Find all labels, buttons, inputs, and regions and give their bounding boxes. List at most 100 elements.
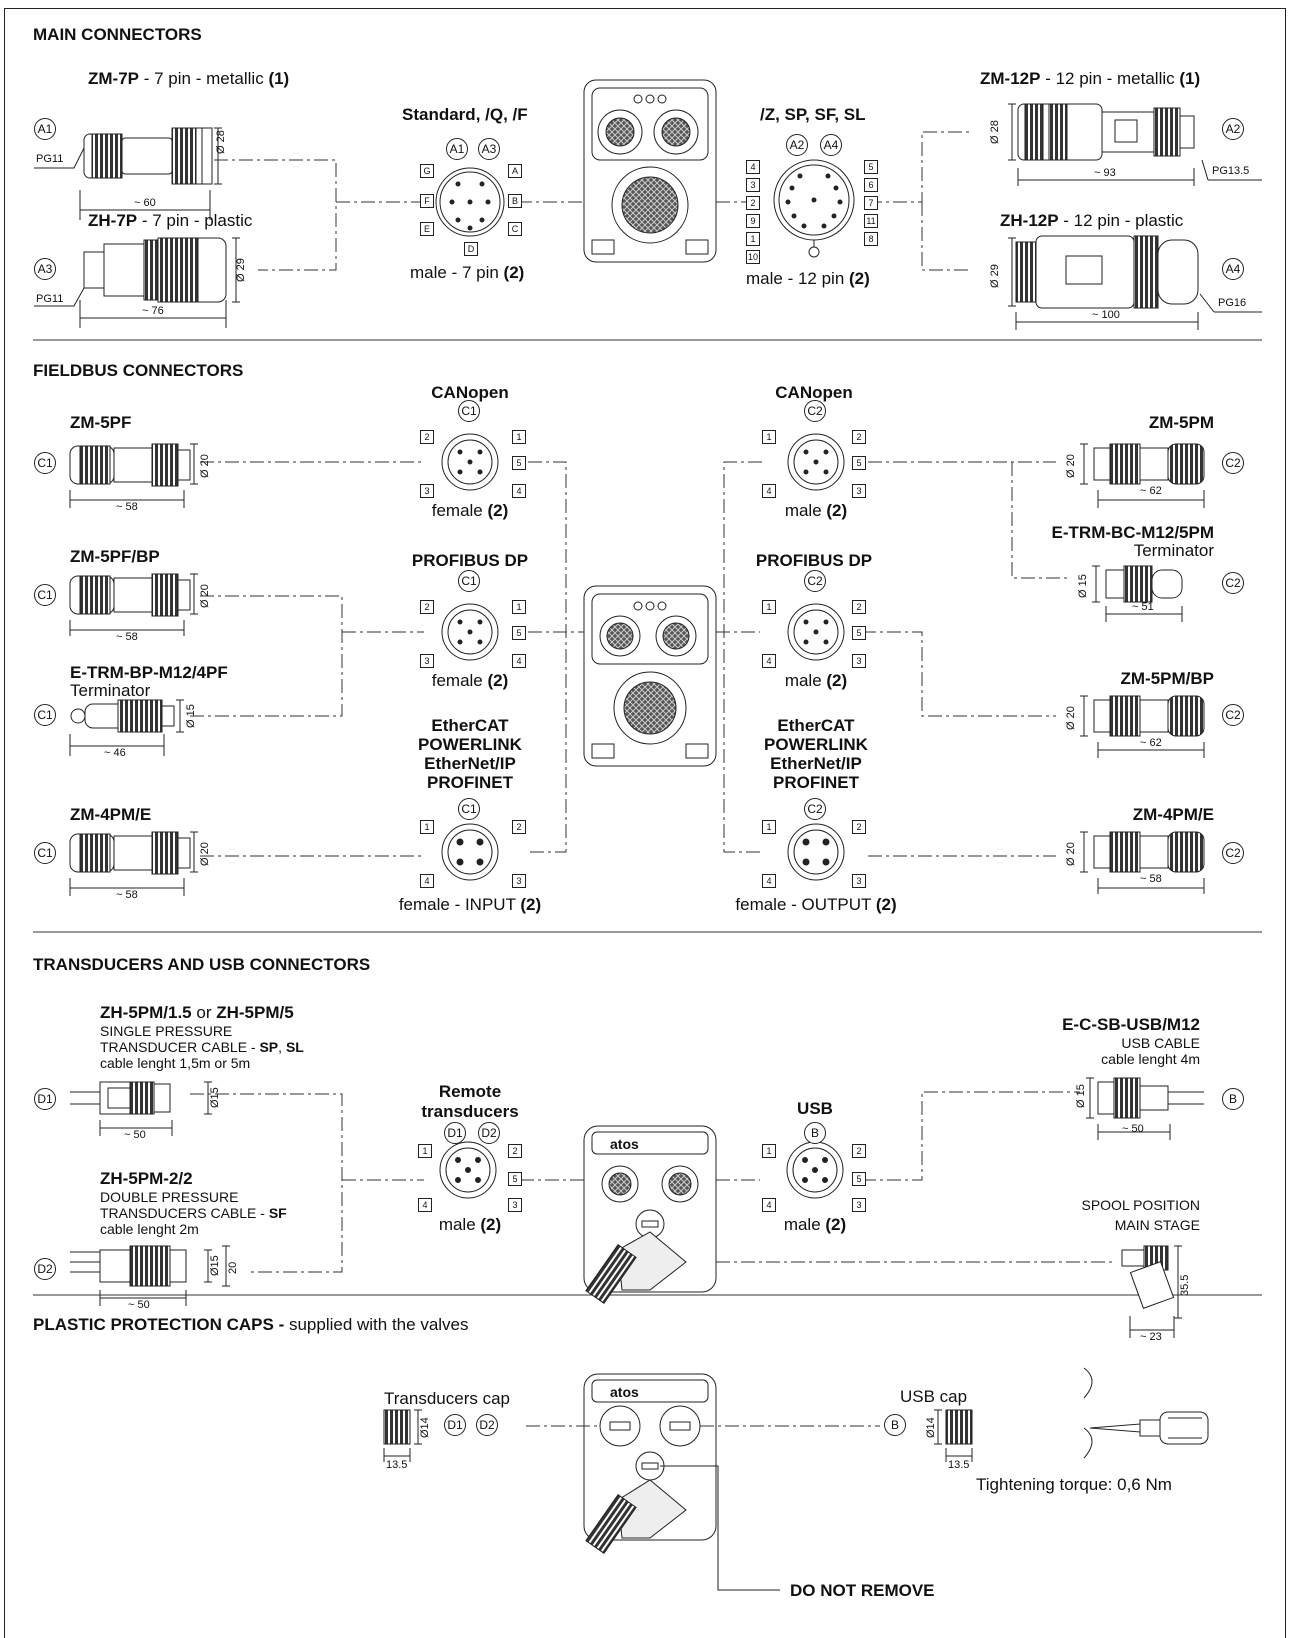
ethernet-input-caption: female - INPUT (2) bbox=[398, 895, 542, 914]
usb-cable-line2: cable lenght 4m bbox=[1101, 1051, 1200, 1067]
badge-c2: C2 bbox=[1222, 704, 1244, 726]
dim-35-5: 35.5 bbox=[1179, 1274, 1191, 1296]
fb-pin: 3 bbox=[852, 484, 866, 498]
usb-cable-title: E-C-SB-USB/M12 bbox=[1062, 1015, 1200, 1034]
atos-logo-caps: atos bbox=[610, 1384, 639, 1400]
fb-pin: 1 bbox=[762, 600, 776, 614]
male-7pin-caption: male - 7 pin (2) bbox=[410, 263, 525, 282]
spool-position-connector bbox=[1121, 1245, 1175, 1309]
usb-cable-line1: USB CABLE bbox=[1121, 1035, 1200, 1051]
fb-pin: 5 bbox=[852, 626, 866, 640]
single-pressure-3: cable lenght 1,5m or 5m bbox=[100, 1055, 251, 1071]
badge-b: B bbox=[884, 1414, 906, 1436]
transducer-cables bbox=[70, 1081, 187, 1287]
dia-20: Ø 20 bbox=[199, 584, 211, 608]
fb-pin: 2 bbox=[420, 600, 434, 614]
len-46: ~ 46 bbox=[104, 747, 126, 759]
usb-pin: 3 bbox=[852, 1198, 866, 1212]
profibus-left-caption: female (2) bbox=[431, 671, 509, 690]
td-pin: 4 bbox=[418, 1198, 432, 1212]
pin-12-2: 2 bbox=[746, 196, 760, 210]
usb-pin: 4 bbox=[762, 1198, 776, 1212]
etrmbc-label: E-TRM-BC-M12/5PM bbox=[1051, 523, 1214, 542]
section-title-caps: PLASTIC PROTECTION CAPS - supplied with … bbox=[33, 1315, 469, 1334]
pin-12-5: 5 bbox=[864, 160, 878, 174]
fb-pin: 2 bbox=[420, 430, 434, 444]
pg11-label-a: PG11 bbox=[36, 153, 64, 165]
fb-pin: 1 bbox=[762, 820, 776, 834]
len-62: ~ 62 bbox=[1140, 737, 1162, 749]
fb-pin: 3 bbox=[852, 874, 866, 888]
dia-20: Ø 20 bbox=[199, 454, 211, 478]
badge-d1: D1 bbox=[34, 1088, 56, 1110]
pin-12-7: 7 bbox=[864, 196, 878, 210]
len-58: ~ 58 bbox=[116, 889, 138, 901]
len-50: ~ 50 bbox=[124, 1129, 146, 1141]
double-pressure-3: cable lenght 2m bbox=[100, 1221, 199, 1237]
zm4pme-right-label: ZM-4PM/E bbox=[1132, 805, 1214, 824]
badge-a4-face: A4 bbox=[820, 134, 842, 156]
pin-12-10: 10 bbox=[746, 250, 760, 264]
fb-pin: 4 bbox=[512, 654, 526, 668]
section-dividers bbox=[33, 339, 1262, 1296]
main-electronics-body bbox=[583, 79, 717, 263]
badge-b: B bbox=[804, 1122, 826, 1144]
fb-pin: 1 bbox=[420, 820, 434, 834]
badge-c1: C1 bbox=[34, 452, 56, 474]
main-dimension-lines bbox=[34, 103, 1262, 330]
badge-d1: D1 bbox=[444, 1122, 466, 1144]
fb-pin: 5 bbox=[512, 456, 526, 470]
section-title-main: MAIN CONNECTORS bbox=[33, 25, 202, 44]
zh12p-connector bbox=[1015, 235, 1199, 309]
pin-12-8: 8 bbox=[864, 232, 878, 246]
usb-pin: 2 bbox=[852, 1144, 866, 1158]
badge-a1-face: A1 bbox=[446, 138, 468, 160]
len-58: ~ 58 bbox=[116, 631, 138, 643]
badge-c1: C1 bbox=[458, 798, 480, 820]
usb-title: USB bbox=[797, 1099, 833, 1118]
fb-pin: 2 bbox=[852, 600, 866, 614]
male-12pin-caption: male - 12 pin (2) bbox=[746, 269, 870, 288]
cap-drawings bbox=[383, 1409, 973, 1445]
pg16-label: PG16 bbox=[1218, 297, 1247, 309]
usb-pin: 1 bbox=[762, 1144, 776, 1158]
badge-d2: D2 bbox=[34, 1258, 56, 1280]
canopen-right-caption: male (2) bbox=[784, 501, 848, 520]
zh7p-connector bbox=[83, 237, 227, 303]
badge-c2: C2 bbox=[1222, 842, 1244, 864]
badge-c2: C2 bbox=[804, 400, 826, 422]
atos-logo-transducers: atos bbox=[610, 1136, 639, 1152]
single-pressure-2: TRANSDUCER CABLE - SP, SL bbox=[100, 1039, 304, 1055]
zh7p-label: ZH-7P - 7 pin - plastic bbox=[88, 211, 253, 230]
ethernet-output-caption: female - OUTPUT (2) bbox=[735, 895, 897, 914]
td-pin: 5 bbox=[508, 1172, 522, 1186]
fb-pin: 4 bbox=[762, 874, 776, 888]
usb-pin: 5 bbox=[852, 1172, 866, 1186]
pin-7-C: C bbox=[508, 222, 522, 236]
len-58: ~ 58 bbox=[1140, 873, 1162, 885]
badge-d2: D2 bbox=[478, 1122, 500, 1144]
male-12pin-face bbox=[773, 159, 855, 258]
pin-12-11: 11 bbox=[864, 214, 878, 228]
len-51: ~ 51 bbox=[1132, 601, 1154, 613]
spool-position-2: MAIN STAGE bbox=[1114, 1217, 1200, 1233]
zm5pf-label: ZM-5PF bbox=[70, 413, 132, 432]
usb-caption: male (2) bbox=[783, 1215, 847, 1234]
usb-cable-connector bbox=[1097, 1077, 1204, 1119]
badge-d2: D2 bbox=[476, 1414, 498, 1436]
fb-pin: 2 bbox=[512, 820, 526, 834]
fieldbus-electronics-body bbox=[583, 585, 717, 767]
badge-c1: C1 bbox=[34, 704, 56, 726]
section-title-fieldbus: FIELDBUS CONNECTORS bbox=[33, 361, 244, 380]
transducer-dimension-lines bbox=[99, 1077, 1182, 1338]
dia-20: Ø 20 bbox=[199, 842, 211, 866]
zh5pm-label: ZH-5PM/1.5 or ZH-5PM/5 bbox=[100, 1003, 294, 1022]
fieldbus-dimension-lines bbox=[69, 443, 1205, 896]
caps-lines bbox=[383, 1409, 973, 1591]
fieldbus-pin-faces bbox=[441, 433, 845, 881]
dia-14: Ø14 bbox=[925, 1417, 937, 1438]
transducer-electronics-body bbox=[583, 1125, 717, 1304]
canopen-right-title: CANopen bbox=[775, 383, 853, 402]
